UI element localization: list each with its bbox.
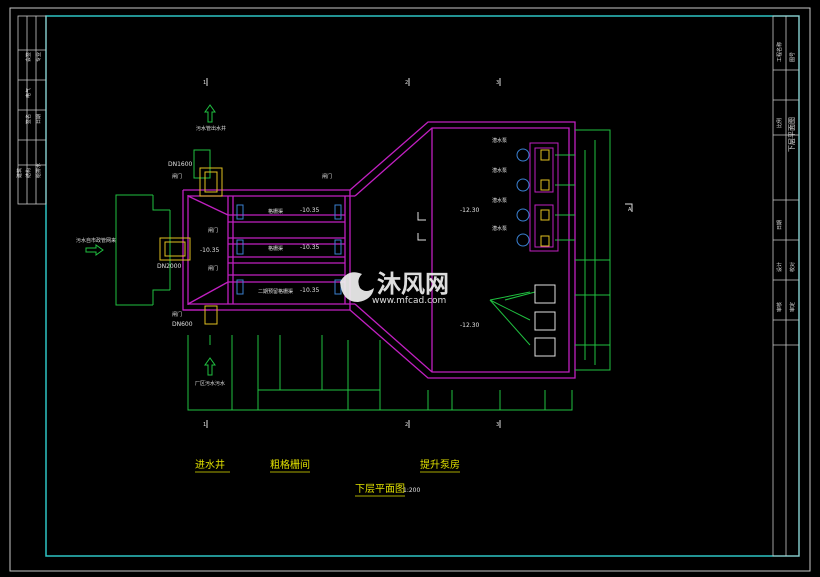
left-block-row-7: 给排水	[35, 163, 42, 178]
label-elev-3: -10.35	[300, 287, 320, 294]
label-elev-pump-2: -12.30	[460, 322, 480, 329]
title-block-drawing-name: 下层平面图	[788, 117, 796, 152]
label-channel-1: 格栅渠	[268, 208, 283, 215]
pipelines	[85, 104, 611, 411]
title-block-row-1: 工程名称	[776, 42, 783, 62]
pump-4-icon	[516, 233, 530, 247]
label-section-a-bot: 1	[203, 422, 206, 428]
label-section-b-top: 2	[405, 80, 408, 86]
left-block-row-5: 建筑	[16, 168, 23, 178]
label-plant-sewage: 厂区污水污水	[195, 380, 225, 387]
title-block-row-4: 日期	[777, 220, 783, 230]
left-block-row-4: 日期	[36, 114, 42, 124]
label-channel-3: 二期预留格栅渠	[258, 288, 293, 295]
pump-3-icon	[516, 208, 530, 222]
label-valve-5: 闸门	[172, 311, 182, 318]
pump-units	[516, 142, 559, 252]
left-block-row-6: 结构	[25, 168, 32, 178]
title-block-row-5: 设计	[776, 262, 783, 272]
watermark-url: www.mfcad.com	[372, 296, 446, 306]
watermark: 沐风网 www.mfcad.com	[340, 270, 449, 306]
title-block-row-3: 比例	[776, 118, 783, 128]
label-valve-3: 闸门	[208, 265, 218, 272]
label-section-d: A	[628, 207, 632, 213]
label-pump-4: 潜水泵	[492, 225, 507, 232]
label-pump-1: 潜水泵	[492, 137, 507, 144]
label-to-sewage-pipe: 污水管出水井	[196, 125, 226, 132]
label-elev-pump-1: -12.30	[460, 207, 480, 214]
title-block-row-7: 审核	[776, 302, 783, 312]
label-coarse-screen: 粗格栅间	[270, 458, 310, 471]
label-inflow-pipe: 污水自市政管网来	[76, 237, 116, 244]
left-title-block	[17, 15, 47, 205]
label-elev-1: -10.35	[300, 207, 320, 214]
pump-2-icon	[516, 178, 530, 192]
label-channel-2: 格栅渠	[268, 245, 283, 252]
title-block-row-2: 图号	[790, 52, 796, 62]
dosing-boxes	[534, 284, 556, 357]
label-dn2000: DN2000	[157, 263, 182, 270]
left-block-row-3: 签名	[25, 114, 32, 124]
label-elev-in: -10.35	[200, 247, 220, 254]
label-section-b-bot: 2	[405, 422, 408, 428]
label-valve-1: 闸门	[172, 173, 182, 180]
right-title-block	[772, 15, 800, 557]
label-dn600: DN600	[172, 321, 193, 328]
label-pump-2: 潜水泵	[492, 167, 507, 174]
watermark-logo-icon	[340, 272, 374, 302]
left-block-row-8: 电气	[25, 88, 32, 98]
section-marks	[206, 78, 633, 428]
left-block-row-1: 会签	[25, 52, 32, 62]
label-section-c-bot: 3	[496, 422, 499, 428]
plan-scale: 1:200	[403, 487, 420, 494]
left-block-row-2: 专业	[35, 52, 42, 62]
label-elev-2: -10.35	[300, 244, 320, 251]
label-pump-3: 潜水泵	[492, 197, 507, 204]
gate-valves	[159, 167, 342, 325]
pump-1-icon	[516, 148, 530, 162]
structure-walls	[182, 121, 576, 379]
label-dn1600: DN1600	[168, 161, 193, 168]
outer-frame	[9, 7, 811, 572]
title-block-row-8: 审定	[789, 302, 796, 312]
watermark-brand: 沐风网	[377, 270, 449, 298]
label-section-a-top: 1	[203, 80, 206, 86]
plan-title: 下层平面图	[355, 483, 405, 495]
label-lift-pump: 提升泵房	[420, 458, 460, 471]
label-valve-4: 闸门	[322, 173, 332, 180]
label-inlet-well: 进水井	[195, 458, 225, 471]
label-section-c-top: 3	[496, 80, 499, 86]
label-valve-2: 闸门	[208, 227, 218, 234]
title-block-row-6: 校对	[789, 262, 796, 272]
